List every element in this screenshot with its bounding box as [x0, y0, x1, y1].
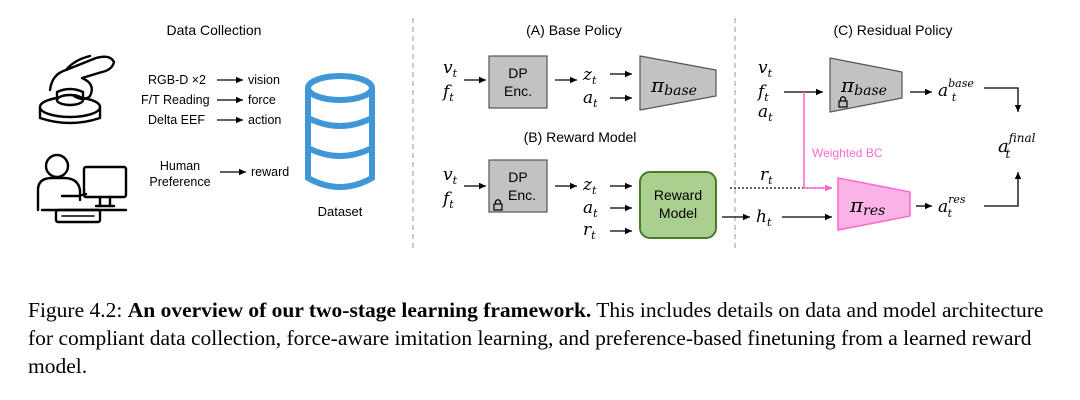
- reward-input-f: ft: [441, 189, 454, 211]
- reward-output-a: at: [583, 198, 598, 220]
- reward-output-z: zt: [582, 175, 597, 197]
- residual-policy-network: [837, 177, 911, 231]
- lock-icon: [838, 96, 848, 108]
- human-label-2: Preference: [149, 175, 210, 189]
- reward-model-label-2: Model: [659, 205, 697, 221]
- human-preference-icon: [36, 153, 128, 224]
- residual-base-policy: [829, 57, 903, 113]
- source-ft-reading: F/T Reading: [141, 93, 210, 107]
- base-policy-symbol: πbase: [650, 73, 697, 99]
- caption-title: An overview of our two-stage learning fr…: [127, 298, 592, 322]
- residual-base-symbol: πbase: [840, 73, 887, 99]
- source-rgbd: RGB-D ×2: [148, 73, 206, 87]
- target-force: force: [248, 93, 276, 107]
- weighted-bc-label: Weighted BC: [812, 146, 883, 160]
- figure-caption: Figure 4.2: An overview of our two-stage…: [28, 296, 1058, 380]
- hidden-ht: ht: [756, 207, 772, 229]
- target-vision: vision: [248, 73, 280, 87]
- target-reward: reward: [251, 165, 289, 179]
- caption-prefix: Figure 4.2:: [28, 298, 128, 322]
- base-output-z: zt: [582, 65, 597, 87]
- base-dp-encoder: [488, 55, 548, 109]
- base-input-f: ft: [441, 82, 454, 104]
- base-encoder-label-2: Enc.: [504, 83, 532, 99]
- dataset-icon: [305, 73, 375, 190]
- res-input-f: ft: [756, 82, 769, 104]
- reward-input-v: vt: [443, 165, 458, 187]
- reward-output-r: rt: [583, 220, 596, 242]
- caption-body: This includes details on data and model …: [28, 298, 1044, 378]
- base-output-a: at: [583, 88, 598, 110]
- section-title-reward-model: (B) Reward Model: [524, 129, 637, 145]
- framework-diagram: Data Collection (A) Base Policy (B) Rewa…: [36, 18, 1036, 248]
- res-input-a: at: [758, 102, 773, 124]
- section-title-data-collection: Data Collection: [167, 22, 262, 38]
- base-encoder-label-1: DP: [508, 65, 527, 81]
- reward-model-box: [639, 171, 717, 239]
- base-policy-network: [639, 55, 717, 111]
- base-input-v: vt: [443, 58, 458, 80]
- reward-model-label-1: Reward: [654, 187, 702, 203]
- lock-icon: [493, 199, 503, 211]
- reward-encoder-label-1: DP: [508, 169, 527, 185]
- target-action: action: [248, 113, 281, 127]
- residual-res-symbol: πres: [849, 193, 885, 219]
- section-title-base-policy: (A) Base Policy: [526, 22, 622, 38]
- teleoperation-device-icon: [38, 54, 116, 125]
- reward-encoder-label-2: Enc.: [508, 187, 536, 203]
- section-title-residual-policy: (C) Residual Policy: [833, 22, 952, 38]
- human-label-1: Human: [160, 159, 200, 173]
- res-input-v: vt: [758, 58, 773, 80]
- reward-dp-encoder: [488, 159, 548, 213]
- source-delta-eef: Delta EEF: [148, 113, 205, 127]
- dataset-label: Dataset: [318, 204, 363, 219]
- reward-output-rt: rt: [760, 165, 773, 187]
